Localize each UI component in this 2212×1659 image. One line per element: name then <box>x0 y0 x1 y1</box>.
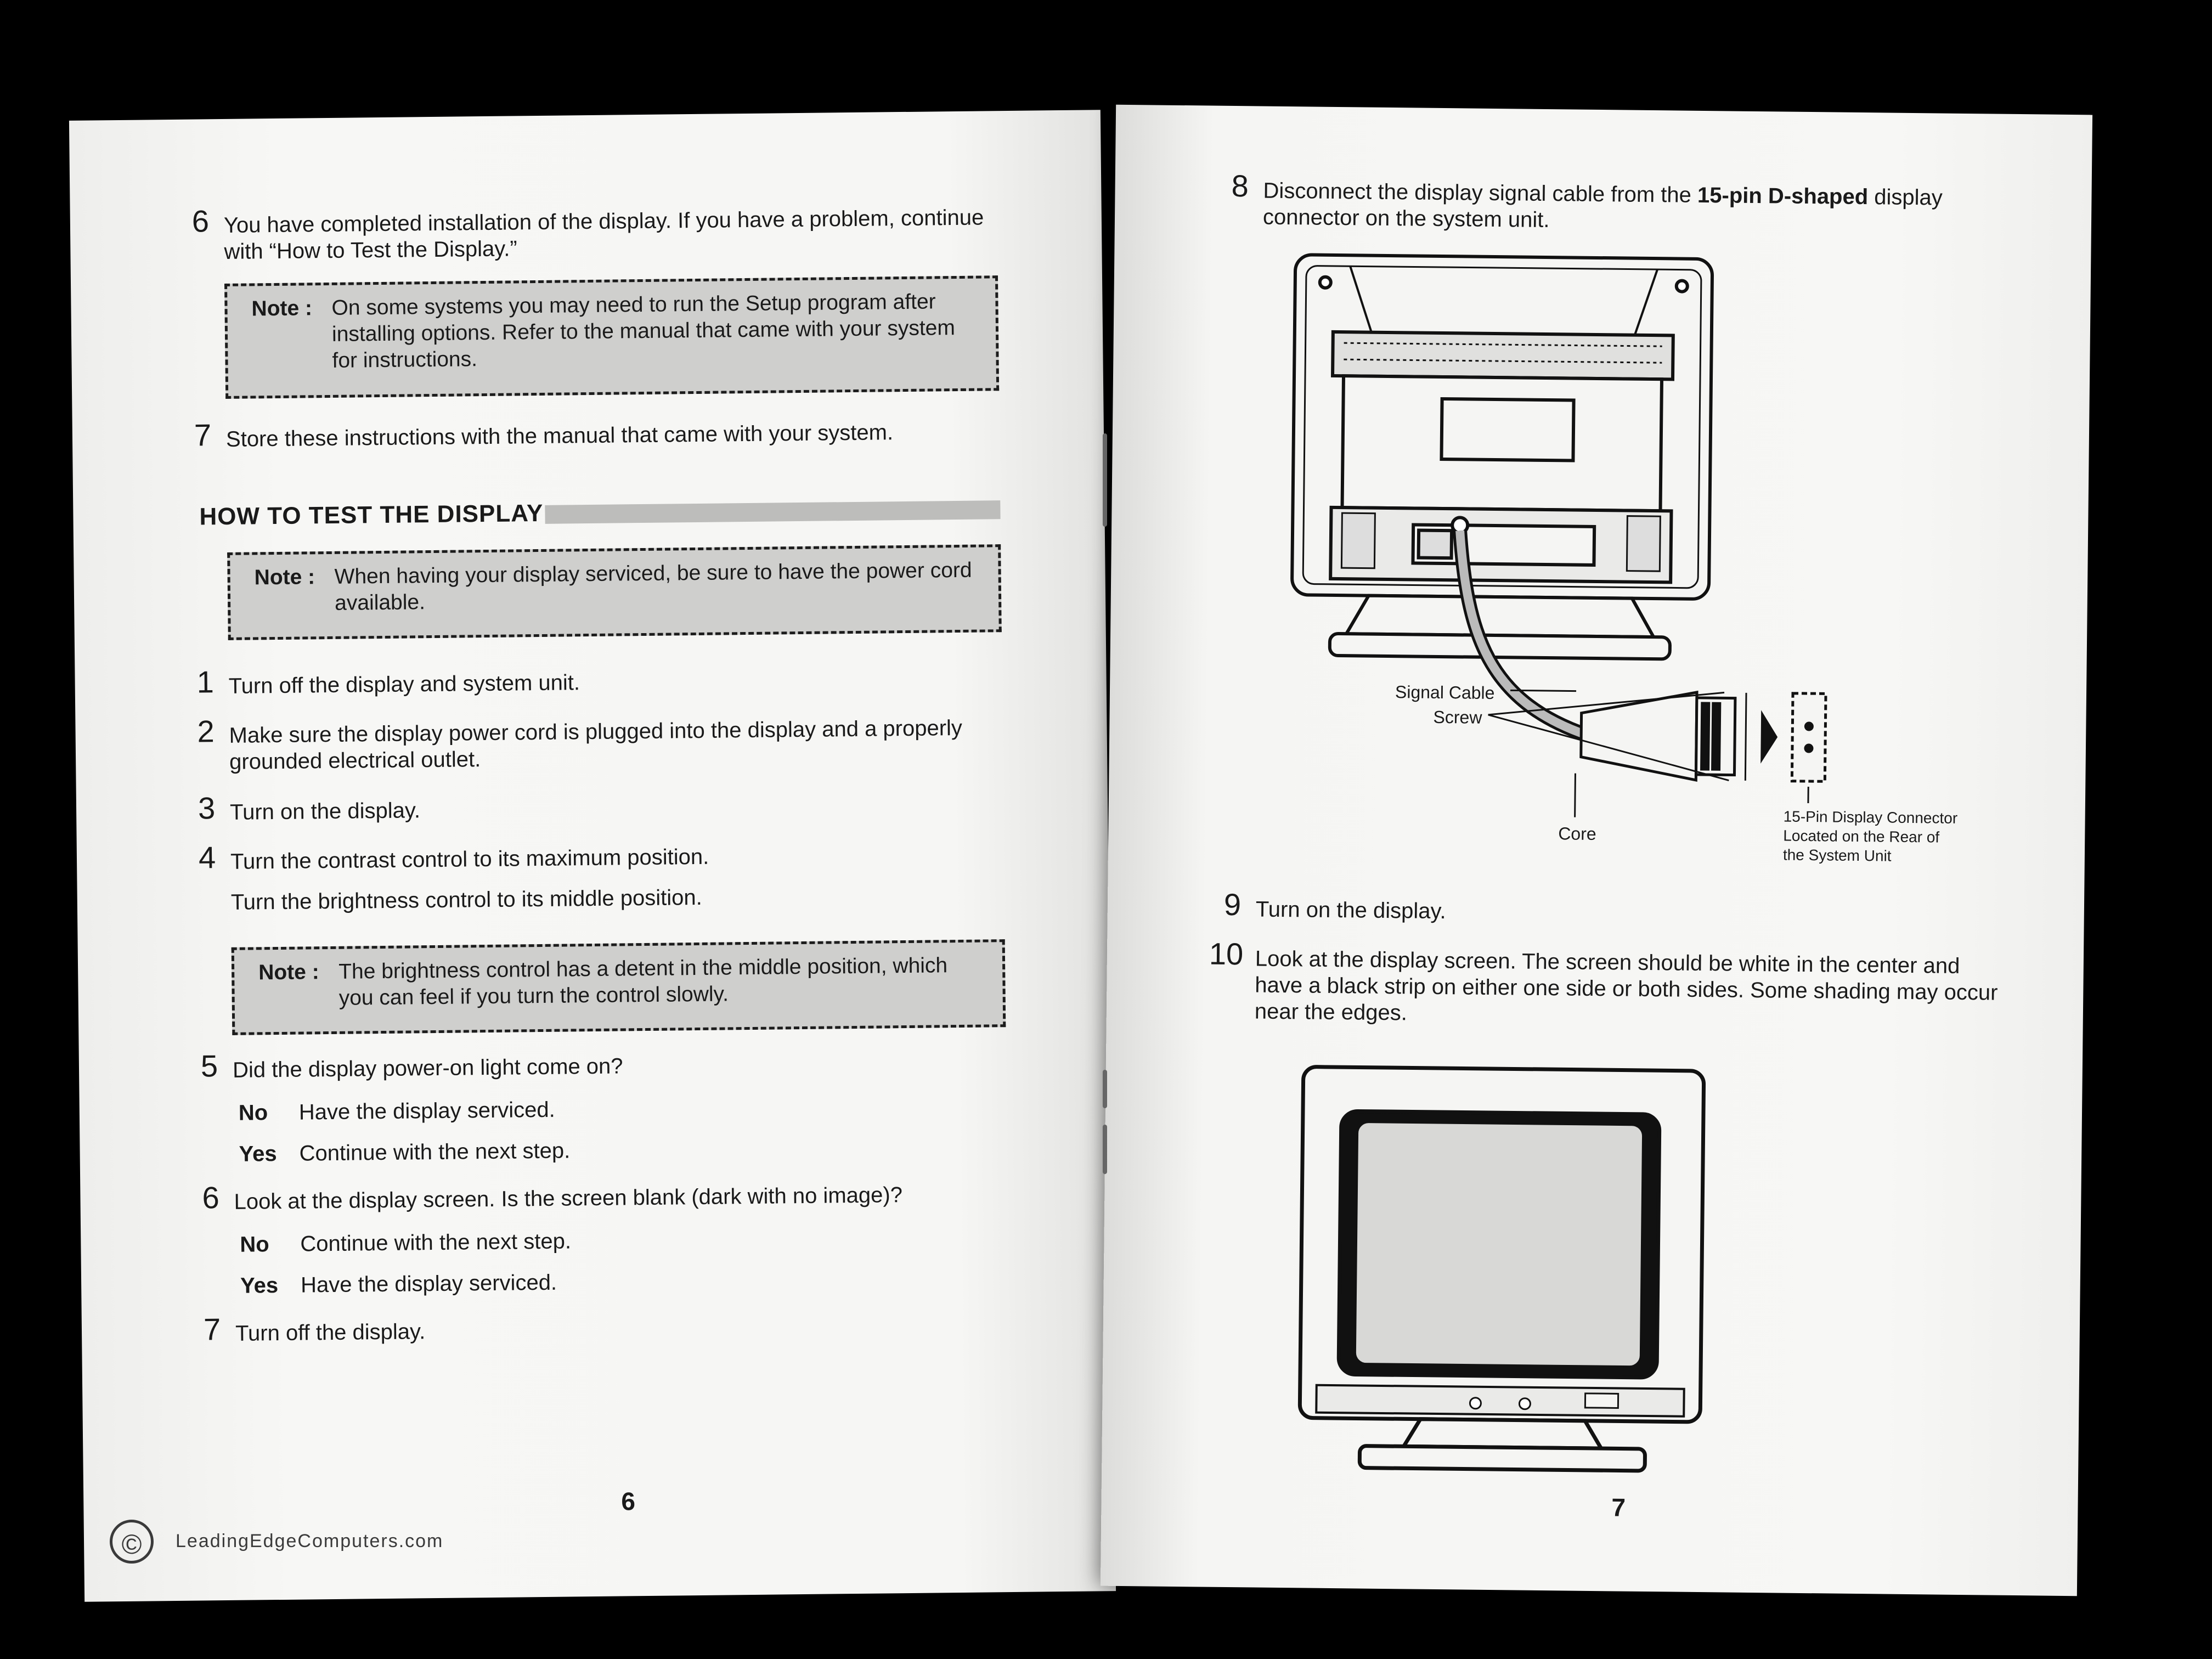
step-text: Turn the contrast control to its maximum… <box>230 844 709 874</box>
page-number: 6 <box>621 1487 636 1516</box>
option-text: Have the display serviced. <box>300 1270 557 1297</box>
option-label: Yes <box>239 1142 277 1166</box>
note-label: Note : <box>251 296 313 321</box>
section-heading: HOW TO TEST THE DISPLAY <box>199 499 544 531</box>
step-number: 5 <box>200 1048 218 1084</box>
step-7-store-instructions: 7 Store these instructions with the manu… <box>194 417 994 453</box>
step-number: 9 <box>1223 887 1242 922</box>
step-6-option-yes: Yes Have the display serviced. <box>240 1271 557 1299</box>
note-power-cord: Note : When having your display serviced… <box>227 544 1002 640</box>
step-5-option-no: No Have the display serviced. <box>239 1098 555 1126</box>
step-text: Make sure the display power cord is plug… <box>229 715 963 774</box>
step-number: 6 <box>202 1180 219 1215</box>
monitor-front-diagram <box>1297 1065 1706 1473</box>
heading-rule <box>545 500 1001 524</box>
signal-cable-drawing <box>1453 530 1589 742</box>
staple-bottom-2 <box>1103 1125 1107 1174</box>
note-text: The brightness control has a detent in t… <box>338 953 948 1010</box>
step-number: 8 <box>1231 168 1249 204</box>
page-number: 7 <box>1611 1493 1626 1522</box>
step-4: 4 Turn the contrast control to its maxim… <box>199 840 999 916</box>
right-page: 8 Disconnect the display signal cable fr… <box>1100 104 2093 1596</box>
step-text-bold: 15-pin D-shaped <box>1697 183 1869 210</box>
step-text: Turn off the display. <box>235 1319 426 1346</box>
step-5-option-yes: Yes Continue with the next step. <box>239 1138 570 1166</box>
option-text: Continue with the next step. <box>299 1138 571 1166</box>
callout-lines <box>1488 689 1809 817</box>
staple-top <box>1103 433 1107 527</box>
step-number: 4 <box>198 840 216 875</box>
label-signal-cable: Signal Cable <box>1395 682 1495 703</box>
monitor-rear-diagram <box>1290 253 1827 817</box>
label-core: Core <box>1558 823 1596 844</box>
step-3: 3 Turn on the display. <box>198 791 998 826</box>
label-screw: Screw <box>1433 707 1482 727</box>
option-label: No <box>240 1232 269 1257</box>
step-text: Store these instructions with the manual… <box>225 420 894 452</box>
step-text: Did the display power-on light come on? <box>232 1054 623 1082</box>
step-number: 6 <box>191 204 210 239</box>
note-setup-program: Note : On some systems you may need to r… <box>224 275 1000 399</box>
step-10: 10 Look at the display screen. The scree… <box>1209 936 2001 1032</box>
option-label: No <box>238 1101 268 1125</box>
watermark: LeadingEdgeComputers.com <box>176 1531 444 1551</box>
option-text: Continue with the next step. <box>300 1229 572 1256</box>
step-text-pre: Disconnect the display signal cable from… <box>1263 178 1698 207</box>
copyright-icon: © <box>110 1520 154 1564</box>
monitor-rear-body <box>1290 253 1714 661</box>
step-text: Turn off the display and system unit. <box>228 670 580 698</box>
step-1: 1 Turn off the display and system unit. <box>196 664 996 699</box>
note-text: On some systems you may need to run the … <box>331 290 956 373</box>
option-label: Yes <box>240 1273 279 1298</box>
step-text: Look at the display screen. The screen s… <box>1254 946 1998 1025</box>
step-text-2: Turn the brightness control to its middl… <box>230 885 702 915</box>
step-6-option-no: No Continue with the next step. <box>240 1229 571 1257</box>
note-label: Note : <box>254 565 315 590</box>
step-6-look-screen: 6 Look at the display screen. Is the scr… <box>202 1180 1002 1215</box>
step-5: 5 Did the display power-on light come on… <box>201 1048 1001 1084</box>
step-7-turn-off: 7 Turn off the display. <box>204 1312 1003 1347</box>
step-text: You have completed installation of the d… <box>223 205 984 264</box>
note-label: Note : <box>258 960 319 985</box>
step-text: Turn on the display. <box>1255 897 1446 924</box>
option-text: Have the display serviced. <box>298 1097 555 1125</box>
note-brightness-detent: Note : The brightness control has a dete… <box>231 939 1006 1035</box>
d-connector-plug <box>1579 690 1827 783</box>
step-number: 1 <box>196 664 215 699</box>
step-text: Turn on the display. <box>229 798 421 825</box>
label-connector-3: the System Unit <box>1782 846 1892 865</box>
step-number: 3 <box>198 791 216 826</box>
step-6-install-complete: 6 You have completed installation of the… <box>192 204 992 265</box>
step-number: 7 <box>203 1312 221 1347</box>
step-2: 2 Make sure the display power cord is pl… <box>197 714 997 775</box>
step-number: 2 <box>197 714 215 749</box>
step-number: 10 <box>1209 936 1244 972</box>
note-text: When having your display serviced, be su… <box>334 558 972 615</box>
left-page: 6 You have completed installation of the… <box>69 110 1116 1602</box>
step-number: 7 <box>194 417 212 453</box>
step-8: 8 Disconnect the display signal cable fr… <box>1231 168 2010 238</box>
step-text: Look at the display screen. Is the scree… <box>234 1183 903 1214</box>
staple-bottom-1 <box>1103 1070 1107 1108</box>
